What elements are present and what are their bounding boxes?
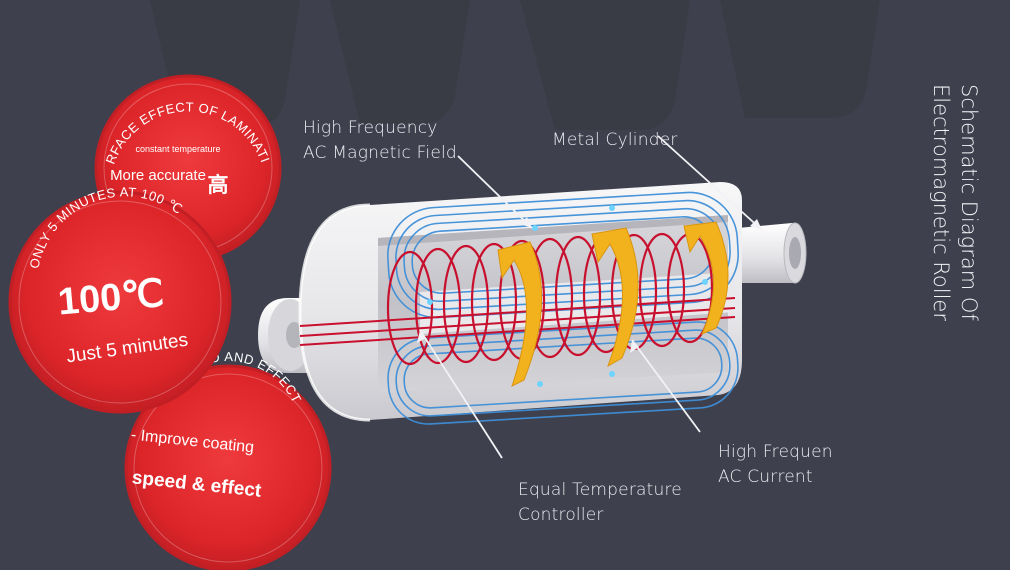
right-shaft (738, 222, 807, 284)
leader-magnetic-field (457, 155, 533, 229)
temperature-big-text: 100℃ (56, 273, 165, 324)
diagram-title-line1: Schematic Diagram Of (957, 84, 981, 321)
diagram-title: Schematic Diagram Of Electromagnetic Rol… (927, 84, 983, 321)
label-temperature-controller: Equal Temperature Controller (518, 480, 682, 525)
roller-illustration (258, 182, 807, 425)
label-metal-cylinder: Metal Cylinder (552, 130, 678, 150)
heating-rods (299, 297, 736, 346)
label-ac-current: High Frequen AC Current (718, 442, 833, 487)
rotation-arrows (497, 221, 729, 387)
leader-arrowheads (417, 217, 762, 353)
leader-lines (419, 135, 763, 459)
leader-temperature-controller (419, 329, 503, 459)
leader-metal-cylinder (657, 135, 763, 231)
lamination-small-text: constant temperature (135, 144, 220, 154)
field-particles (427, 205, 708, 387)
lamination-glyph: 高 (208, 173, 229, 197)
diagram-title-line2: Electromagnetic Roller (929, 84, 953, 321)
leader-ac-current (631, 339, 701, 433)
lamination-main-text: More accurate (110, 167, 206, 184)
badge-temperature: ONLY 5 MINUTES AT 100 ℃ 100℃ Just 5 minu… (8, 184, 232, 414)
label-magnetic-field: High Frequency AC Magnetic Field (303, 118, 457, 163)
